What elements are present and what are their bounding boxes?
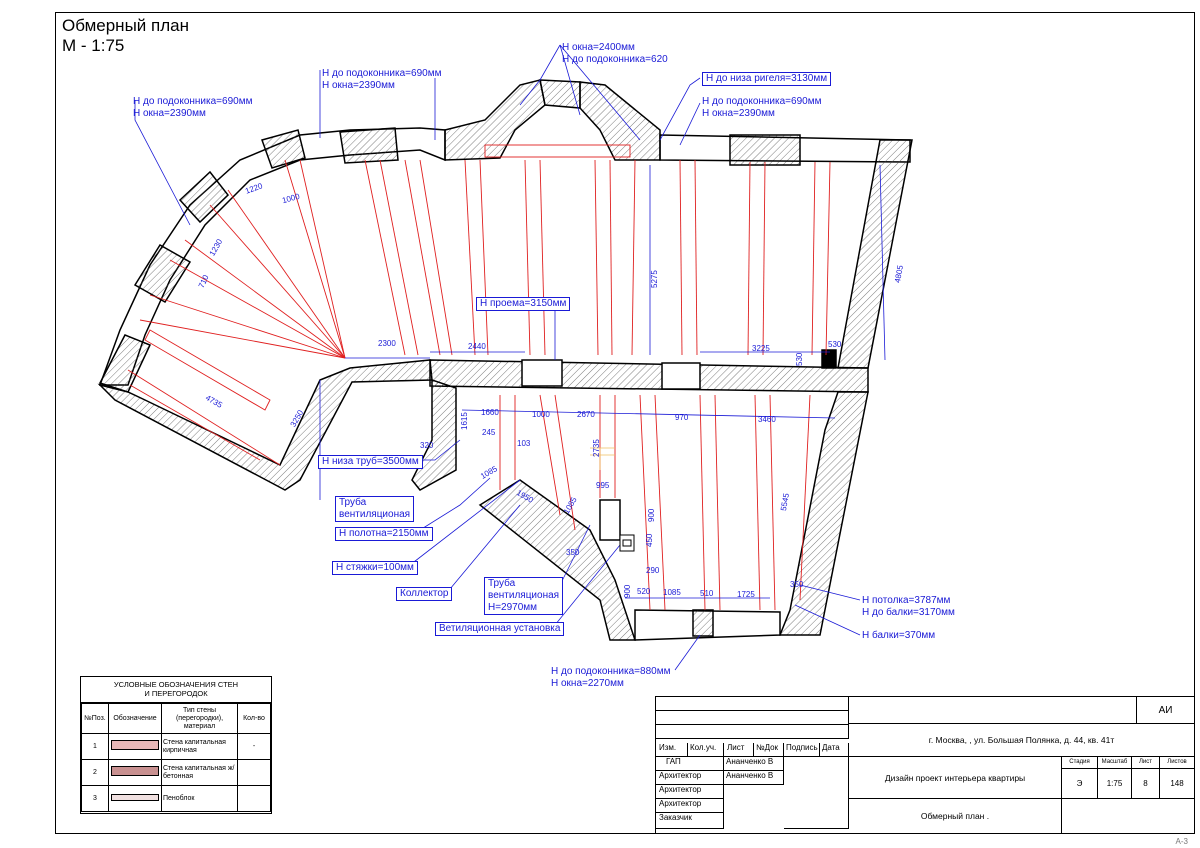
dim-520: 520	[637, 587, 651, 596]
legend-header-type: Тип стены (перегородки), материал	[161, 703, 238, 734]
stamp-sheets: 148	[1160, 769, 1194, 799]
annotation-screed: Н стяжки=100мм	[332, 561, 418, 575]
role-architect-1: Архитектор	[656, 771, 724, 785]
stamp-label-stage: Стадия	[1062, 757, 1098, 769]
legend-table: №Поз. Обозначение Тип стены (перегородки…	[81, 703, 271, 812]
role-gap: ГАП	[656, 757, 724, 771]
annotation-pipes: Н низа труб=3500мм	[318, 455, 423, 469]
annotation-canvas: Н полотна=2150мм	[335, 527, 433, 541]
stamp-label-sheet: Лист	[1132, 757, 1160, 769]
annotation-rigel: Н до низа ригеля=3130мм	[702, 72, 832, 86]
drawing-title: Обмерный план М - 1:75	[62, 16, 189, 56]
dim-1725: 1725	[737, 590, 755, 599]
role-architect-3: Архитектор	[656, 799, 724, 813]
stamp-label-scale: Масштаб	[1098, 757, 1132, 769]
title-line-1: Обмерный план	[62, 16, 189, 35]
dim-2670: 2670	[577, 410, 595, 419]
col-ndok: №Док	[754, 743, 784, 757]
annotation-opening: Н проема=3150мм	[476, 297, 571, 311]
role-architect-2: Архитектор	[656, 785, 724, 799]
dim-1660: 1660	[481, 408, 499, 417]
dim-290: 290	[646, 566, 660, 575]
drawing-frame	[55, 12, 1195, 834]
legend-header-qty: Кол-во	[237, 703, 271, 734]
annotation-collector: Коллектор	[396, 587, 453, 601]
title-line-2: М - 1:75	[62, 36, 125, 55]
dim-2300: 2300	[378, 339, 396, 348]
stamp-project: Дизайн проект интерьера квартиры	[849, 757, 1062, 799]
dim-5275: 5275	[650, 270, 659, 288]
dim-1615: 1615	[460, 412, 469, 430]
dim-350-a: 350	[566, 548, 580, 557]
legend-header-symbol: Обозначение	[108, 703, 162, 734]
dim-245: 245	[482, 428, 496, 437]
stamp-code: АИ	[1137, 697, 1194, 724]
role-customer: Заказчик	[656, 813, 724, 829]
legend-row: 3 Пеноблок	[81, 785, 271, 812]
dim-970: 970	[675, 413, 689, 422]
ventilation-unit-block	[619, 534, 635, 552]
ceiling-rays-main	[364, 144, 831, 356]
col-sign: Подпись	[784, 743, 820, 757]
title-block: Изм. Кол.уч. Лист №Док Подпись Дата ГАП …	[655, 696, 1195, 834]
legend-row: 1 Стена капитальная кирпичная -	[81, 733, 271, 760]
name-architect-1: Ананченко В	[724, 771, 784, 785]
stamp-label-sheets: Листов	[1160, 757, 1194, 769]
dim-530-b: 530	[828, 340, 842, 349]
outer-walls	[97, 79, 913, 641]
col-list: Лист	[724, 743, 754, 757]
stamp-sheet-title: Обмерный план .	[849, 799, 1062, 833]
name-gap: Ананченко В	[724, 757, 784, 771]
dim-350-b: 350	[790, 580, 804, 589]
stamp-sheet: 8	[1132, 769, 1160, 799]
dim-320: 320	[420, 441, 434, 450]
ceiling-rays-left	[127, 159, 346, 466]
annotation-vent-unit: Ветиляционная установка	[435, 622, 565, 636]
ceiling-rays-lower	[499, 394, 811, 611]
brick-swatch	[111, 740, 159, 750]
dim-1000-b: 1000	[532, 410, 550, 419]
dim-900-b: 900	[623, 584, 632, 598]
concrete-swatch	[111, 766, 159, 776]
dim-3460: 3460	[758, 415, 776, 424]
dim-2440: 2440	[468, 342, 486, 351]
stamp-scale: 1:75	[1098, 769, 1132, 799]
col-kol: Кол.уч.	[688, 743, 724, 757]
dim-1085-c: 1085	[663, 588, 681, 597]
collector-marker	[590, 447, 615, 470]
dim-510: 510	[700, 589, 714, 598]
leader-lines	[134, 44, 886, 671]
foam-swatch	[111, 793, 159, 801]
format-label: А-3	[1175, 837, 1188, 846]
stamp-address: г. Москва, , ул. Большая Полянка, д. 44,…	[849, 724, 1194, 757]
dim-103: 103	[517, 439, 531, 448]
dim-3225: 3225	[752, 344, 770, 353]
legend-header-pos: №Поз.	[81, 703, 109, 734]
col-izm: Изм.	[656, 743, 688, 757]
dim-2735: 2735	[592, 439, 601, 457]
legend-row: 2 Стена капитальная ж/бетонная	[81, 759, 271, 786]
dim-995: 995	[596, 481, 610, 490]
col-date: Дата	[820, 743, 849, 757]
dim-900-a: 900	[647, 508, 656, 522]
dim-450: 450	[645, 533, 654, 547]
annotation-beam: Н балки=370мм	[862, 630, 936, 641]
stamp-stage: Э	[1062, 769, 1098, 799]
dim-530-a: 530	[795, 352, 804, 366]
